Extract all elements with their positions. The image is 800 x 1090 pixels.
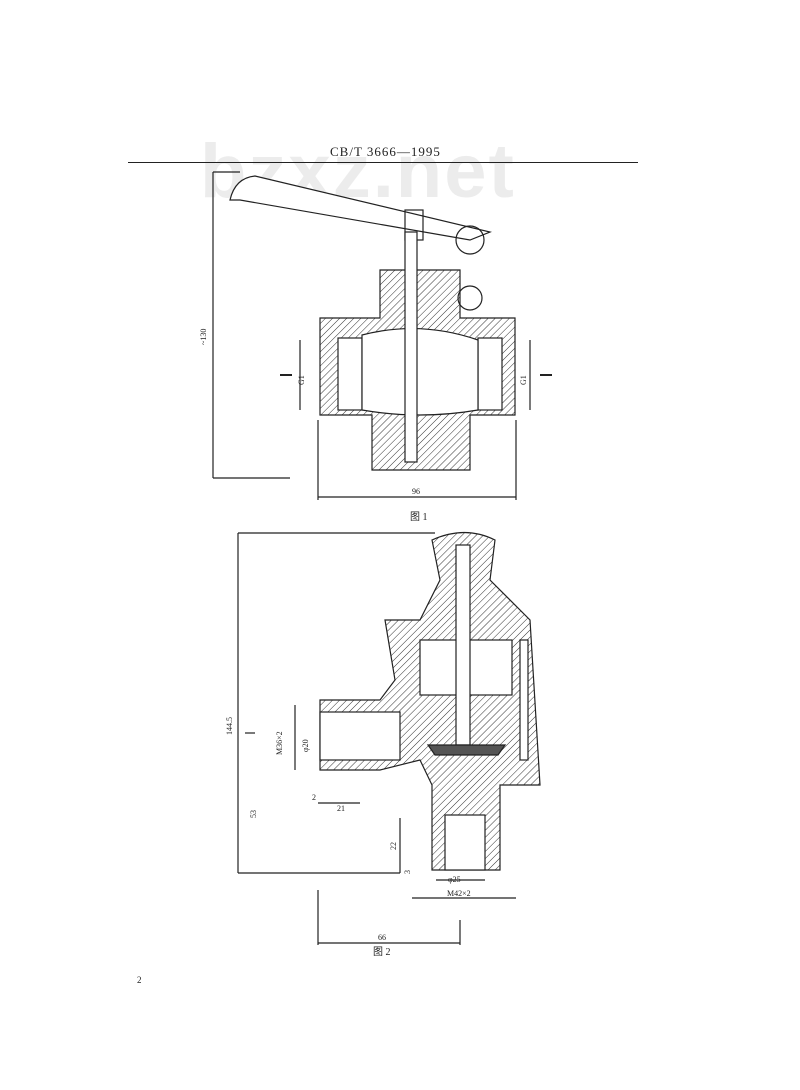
- dim-height-2: 144.5: [225, 717, 234, 735]
- dim-length-side: 21: [337, 804, 345, 813]
- standard-header: CB/T 3666—1995: [330, 144, 441, 159]
- figure-1-caption: 图 1: [410, 511, 428, 523]
- dim-height: ~130: [199, 329, 208, 345]
- dim-port-left: G1: [297, 375, 306, 385]
- dim-thread-side: M36×2: [275, 731, 284, 755]
- dim-gap: 3: [403, 870, 412, 874]
- figure-2-caption: 图 2: [373, 946, 391, 958]
- figure-2-valve-drawing: [237, 531, 541, 945]
- dim-port-right: G1: [519, 375, 528, 385]
- dim-center-height: 53: [249, 810, 258, 818]
- dim-width-2: 66: [378, 933, 386, 942]
- page-number: 2: [137, 975, 142, 985]
- dim-offset: 2: [312, 793, 316, 802]
- dim-width: 96: [412, 487, 420, 496]
- figure-1-valve-drawing: [212, 171, 552, 500]
- dim-bore-side: φ20: [301, 739, 310, 752]
- dim-bore-bottom: φ25: [448, 875, 461, 884]
- dim-thread-len: 22: [389, 842, 398, 850]
- dim-thread-bottom: M42×2: [447, 889, 471, 898]
- header-rule: [128, 162, 638, 163]
